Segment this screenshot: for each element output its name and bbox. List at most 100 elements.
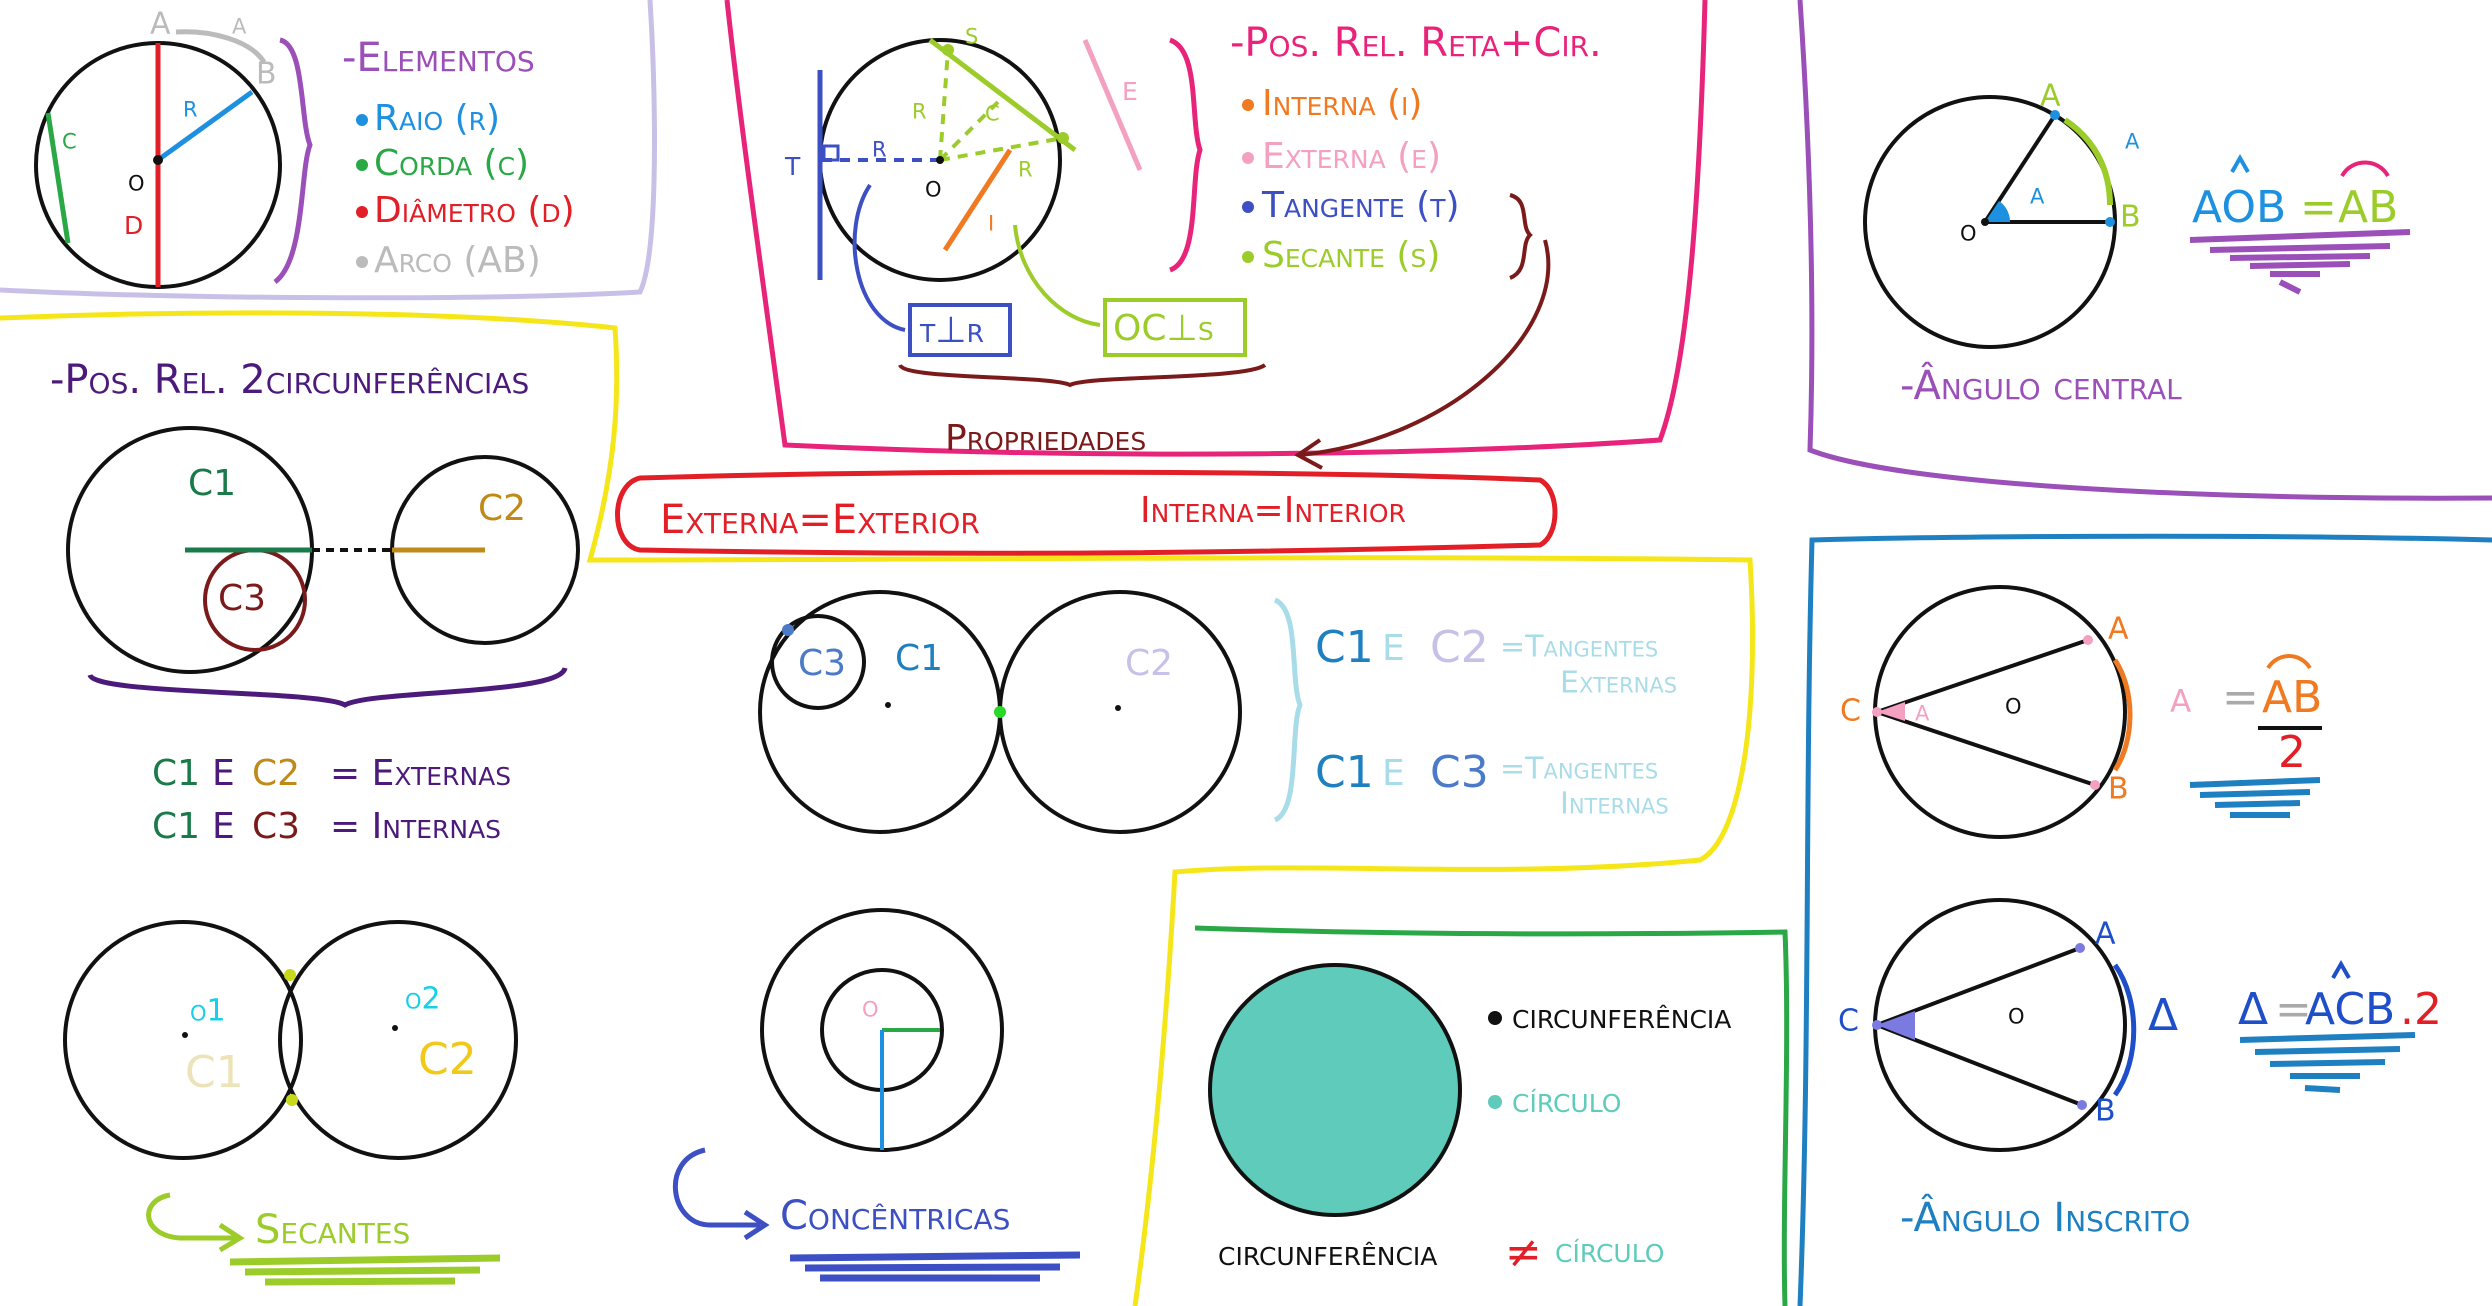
angulo-inscrito-section: A B C α o α = AB 2 A B C Δ o Δ = ACB .2 … [1838, 585, 2442, 1241]
formula-central-eq: = [2300, 182, 2337, 233]
elementos-section: A α B r c o d -Elementos Raio (r) Corda … [34, 7, 575, 289]
row1-e: E [1382, 628, 1405, 669]
item-tangente: Tangente (t) [1261, 185, 1460, 226]
row2-e: E [1382, 753, 1405, 794]
bottom-neq: ≠ [1505, 1227, 1542, 1278]
radius-dashed-c [938, 93, 1007, 162]
insc2-formula-eq: = [2275, 984, 2312, 1035]
insc1-formula-num: AB [2262, 672, 2322, 723]
pos-circ-brace [87, 666, 568, 708]
pos-reta-section: s e t r r c r i o t⊥r OC⊥s Propriedades … [784, 17, 1602, 470]
reta-label-r-blue: r [872, 130, 887, 165]
insc1-num-arc [2266, 654, 2312, 670]
concentricas-arrow [672, 1147, 770, 1241]
item-corda: Corda (c) [374, 143, 529, 184]
tan-label-c2: C2 [1125, 643, 1173, 684]
pos-circ-title: -Pos. Rel. 2circunferências [50, 357, 529, 403]
insc2-formula-times: .2 [2400, 984, 2442, 1035]
insc1-label-B: B [2108, 772, 2129, 807]
insc1-angle-fill [1877, 702, 1905, 721]
insc1-label-o: o [2005, 687, 2022, 722]
ext-line-c1: C1 [152, 753, 200, 794]
box-t-perp-r-text: t⊥r [919, 310, 984, 351]
reta-label-r-green: r [912, 92, 927, 127]
insc1-label-alpha: α [1915, 694, 1930, 729]
label-r: r [183, 90, 198, 125]
bullet-diametro [356, 206, 368, 218]
externa-section: Externa=Exterior Interna=Interior [660, 490, 1406, 543]
bullet-tangente [1242, 201, 1254, 213]
tan-center-c1 [885, 702, 891, 708]
radius-dashed-s2 [939, 136, 1064, 162]
tangentes-brace [1273, 597, 1303, 823]
tan-center-c2 [1115, 705, 1121, 711]
elementos-frame [0, 0, 657, 301]
central-label-B: B [2120, 200, 2141, 235]
row1-r2: Externas [1560, 666, 1677, 701]
angulo-central-title: -Ângulo central [1900, 361, 2182, 409]
label-alpha: α [232, 7, 247, 42]
central-ray-A [1983, 113, 2057, 224]
reta-label-r-green2: r [1018, 150, 1033, 185]
row2-c1: C1 [1315, 747, 1374, 798]
propriedades-brace [898, 363, 1267, 388]
insc1-circle [1873, 585, 2127, 839]
arc-hat-ab [2340, 160, 2390, 178]
insc1-scribble [2189, 777, 2321, 818]
insc1-formula-eq: = [2222, 672, 2259, 723]
reta-label-e: e [1122, 68, 1138, 109]
insc1-point-C [1872, 707, 1882, 717]
row2-r2: Internas [1560, 787, 1669, 822]
pos-reta-title: -Pos. Rel. Reta+Cir. [1230, 20, 1602, 66]
insc2-point-A [2075, 943, 2085, 953]
secantes-section: o1 o2 C1 C2 Secantes [63, 920, 518, 1286]
central-label-alpha-in: α [2030, 177, 2045, 212]
row1-c2: C2 [1430, 622, 1489, 673]
secant-point-2 [1057, 132, 1069, 144]
item-circulo: círculo [1512, 1080, 1621, 1121]
center-point [153, 155, 163, 165]
item-diametro: Diâmetro (d) [374, 190, 575, 231]
bullet-interna [1242, 99, 1254, 111]
row2-r1: =Tangentes [1500, 752, 1658, 787]
right-angle-mark [822, 144, 840, 162]
insc1-arc [2112, 658, 2133, 772]
label-o: o [128, 164, 145, 199]
label-A: A [150, 7, 171, 42]
externa-right: Interna=Interior [1140, 490, 1406, 531]
sec-point-top [284, 969, 296, 981]
scribble-central [2189, 229, 2411, 295]
bullet-secante [1242, 251, 1254, 263]
insc2-formula-lhs: Δ [2238, 984, 2268, 1035]
central-center [1981, 218, 1989, 226]
insc2-label-A: A [2095, 917, 2116, 952]
insc1-point-B [2090, 780, 2100, 790]
insc2-formula-rhs: ACB [2305, 984, 2395, 1035]
insc2-hat [2331, 959, 2351, 979]
angulo-inscrito-title: -Ângulo Inscrito [1900, 1193, 2190, 1241]
circ-label-c2: C2 [478, 488, 526, 529]
filled-disc [1208, 963, 1462, 1217]
tan-label-c1: C1 [895, 638, 943, 679]
insc2-label-C: C [1838, 1004, 1859, 1039]
concentricas-scribble [789, 1251, 1081, 1282]
sec-center-2 [392, 1025, 398, 1031]
item-secante: Secante (s) [1262, 235, 1440, 276]
externa-left: Externa=Exterior [660, 497, 980, 543]
label-d: d [124, 202, 143, 243]
insc1-label-C: C [1840, 694, 1861, 729]
central-point-A [2050, 110, 2060, 120]
circulo-section: circunferência círculo circunferência ≠ … [1208, 963, 1731, 1278]
box-t-perp-r [908, 303, 1012, 357]
tan-point-ext [994, 706, 1006, 718]
item-externa: Externa (e) [1262, 136, 1441, 177]
insc2-angle-fill [1877, 1011, 1915, 1040]
reta-label-c: c [985, 94, 1000, 129]
pos-reta-list: Interna (i) Externa (e) Tangente (t) Sec… [1242, 83, 1460, 276]
bullet-externa [1242, 152, 1254, 164]
central-arc [2063, 117, 2113, 206]
sec-point-bottom [286, 1094, 298, 1106]
arrow-to-propriedades [1299, 239, 1551, 457]
reta-center [936, 156, 944, 164]
angulo-inscrito-frame [1797, 533, 2492, 1306]
